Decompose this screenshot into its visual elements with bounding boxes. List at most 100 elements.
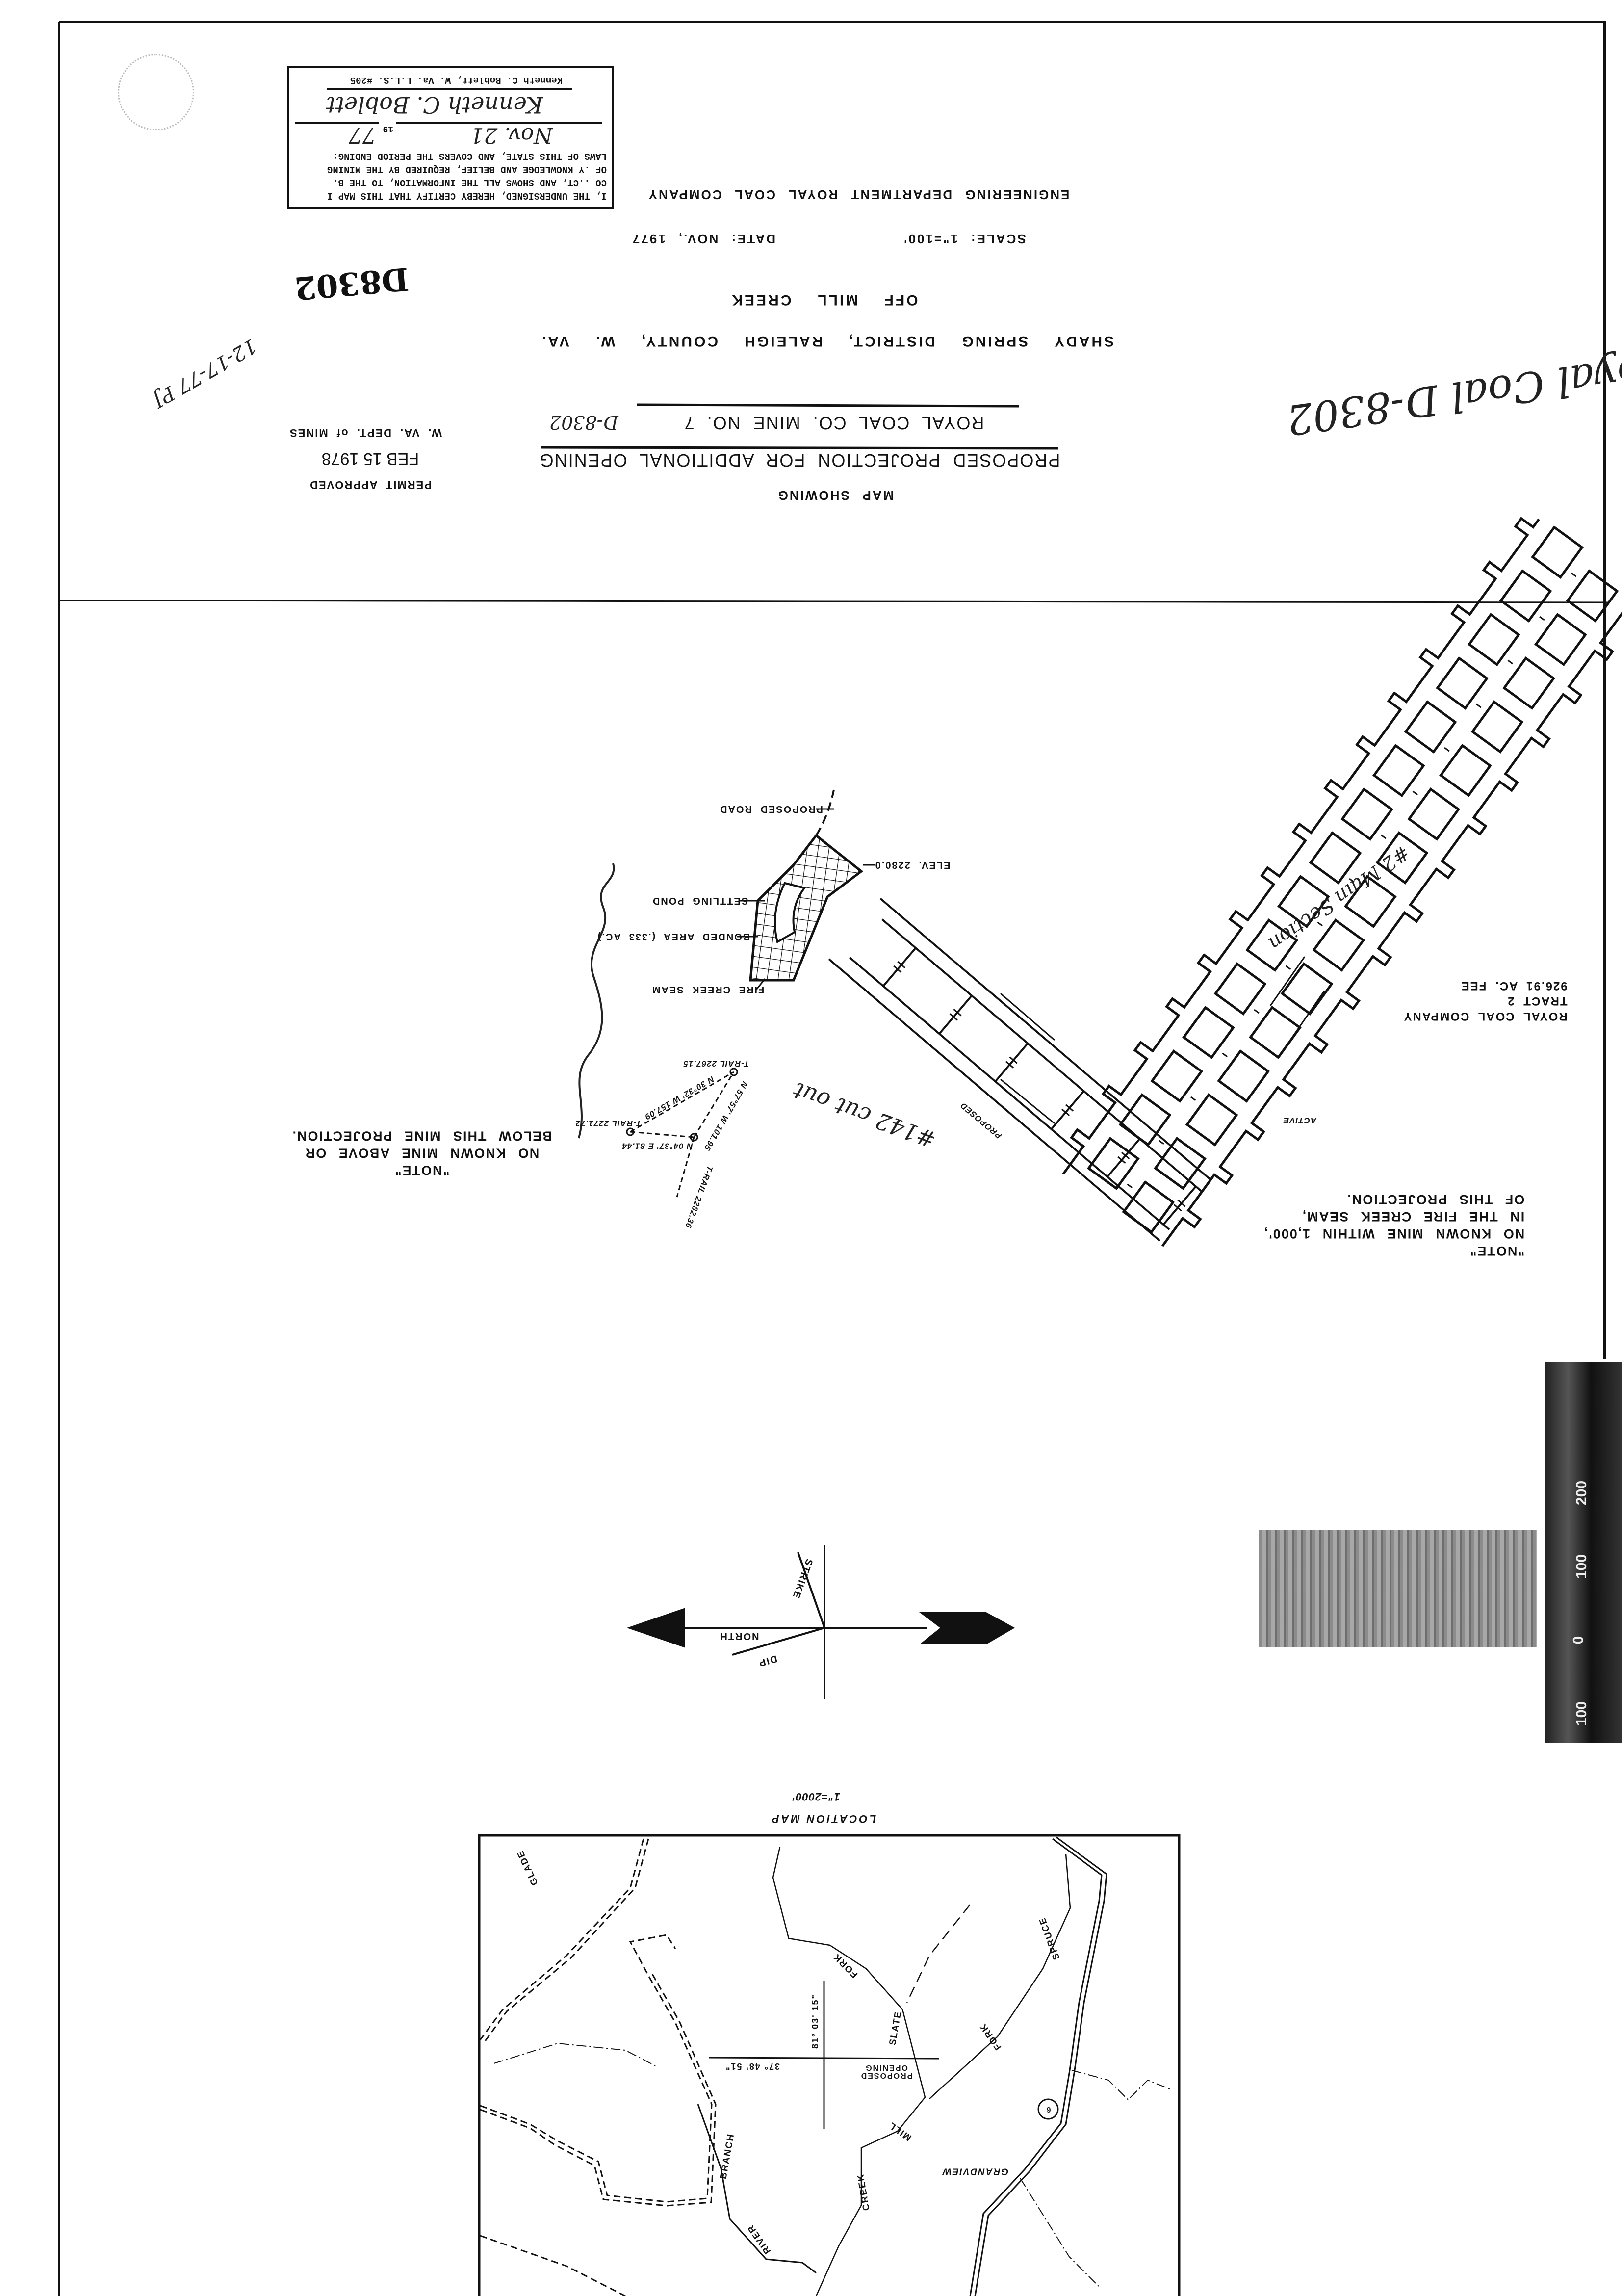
- stopping-mark: [1475, 703, 1482, 708]
- proposed-road-line: [815, 789, 835, 836]
- stopping-mark: [1380, 834, 1387, 839]
- location-map: [478, 1834, 1181, 2296]
- river-branch: [697, 2104, 817, 2274]
- engineering-department: ENGINEERING DEPARTMENT ROYAL COAL COMPAN…: [647, 187, 1070, 202]
- stopping-mark: [1412, 790, 1418, 796]
- coal-pillar: [1249, 1006, 1302, 1059]
- stopping-mark: [1005, 1061, 1014, 1069]
- coal-pillar: [1344, 875, 1397, 928]
- entry-rib-line: [1351, 939, 1392, 985]
- north-arrow: [626, 1545, 1015, 1699]
- scale-tick: 0: [1570, 1636, 1587, 1644]
- crosscut-line: [938, 995, 973, 1035]
- entry-rib-line: [1315, 779, 1350, 826]
- seam-label: FIRE CREEK SEAM: [651, 984, 765, 995]
- entry-rib-line: [1415, 852, 1456, 898]
- tract-owner: ROYAL COAL COMPANY: [1403, 1009, 1568, 1023]
- stopping-mark: [1349, 878, 1355, 883]
- opening-word-2: OPENING: [865, 2063, 908, 2072]
- route-6-label: 6: [1045, 2105, 1051, 2113]
- entry-rib-line: [1542, 678, 1583, 723]
- entry-rib-line: [1347, 735, 1382, 782]
- dashed-road-2: [480, 1934, 713, 2203]
- tract-label: ROYAL COAL COMPANY TRACT 2 926.91 AC. FE…: [1403, 978, 1567, 1024]
- coal-pillar: [1118, 1093, 1172, 1147]
- proposed-road-label: PROPOSED ROAD: [719, 804, 823, 814]
- map-showing: MAP SHOWING: [776, 488, 894, 503]
- coal-pillar: [1534, 613, 1587, 666]
- entry-rib-line: [1189, 953, 1223, 1000]
- survey-station-1-label: T-RAIL 2267.15: [683, 1059, 749, 1069]
- scale-tick: 100: [1573, 1701, 1590, 1726]
- survey-bearing-2: N 04°37' E 81.44: [621, 1141, 693, 1151]
- surveyor-name: Kenneth C. Boblett, W. Va. L.L.S. #205: [350, 75, 563, 85]
- leader-lines: [737, 808, 875, 990]
- route-6-shield: [1037, 2098, 1059, 2120]
- title-rule-bottom: [541, 446, 1058, 450]
- certification-box: I, THE UNDERSIGNED, HEREBY CERTIFY THAT …: [287, 66, 614, 209]
- stopping-mark: [897, 961, 906, 969]
- survey-station-2: [626, 1127, 635, 1136]
- cert-line: CO ..CT, AND SHOWS ALL THE INFORMATION, …: [333, 177, 607, 188]
- mine-name: ROYAL COAL CO. MINE NO. 7: [683, 413, 984, 433]
- entry-rib-line: [1221, 910, 1255, 957]
- coal-pillar: [1217, 1049, 1270, 1103]
- coal-pillar: [1340, 787, 1394, 841]
- cert-line: LAWS OF THIS STATE, AND COVERS THE PERIO…: [333, 151, 607, 161]
- entry-rib-line: [1256, 1070, 1297, 1116]
- crosscut-line: [882, 947, 917, 987]
- stopping-mark: [1190, 1096, 1196, 1101]
- coal-pillar: [1470, 700, 1524, 754]
- stopping-mark: [1173, 1204, 1182, 1212]
- crosscut-line: [1107, 1138, 1141, 1178]
- stopping-mark: [1317, 921, 1323, 927]
- entry-rib-line: [1252, 866, 1287, 913]
- slate-fork-stream: [772, 1847, 926, 2296]
- coal-pillar: [1502, 656, 1556, 710]
- coal-pillar: [1312, 918, 1365, 972]
- entry-rib-line: [1573, 634, 1615, 679]
- ridge-line: [493, 2042, 658, 2067]
- cert-line: OF .Y KNOWLEDGE AND BELIEF, REQUIRED BY …: [327, 164, 607, 175]
- stopping-mark: [1159, 1140, 1164, 1145]
- map-scale: SCALE: 1"=100': [902, 232, 1026, 246]
- arrowhead-icon: [626, 1608, 685, 1648]
- coal-pillar: [1566, 569, 1619, 623]
- coal-pillar: [1087, 1137, 1140, 1190]
- coal-pillar: [1150, 1049, 1204, 1103]
- flow-arrows: [1000, 956, 1325, 1124]
- coal-pillar: [1280, 962, 1334, 1016]
- entry-rib-line: [1126, 1041, 1159, 1088]
- coal-pillar: [1436, 656, 1489, 710]
- coal-pillar: [1375, 831, 1429, 885]
- settling-pond: [774, 882, 806, 944]
- surveyor-seal: [118, 54, 194, 130]
- strike-line: [797, 1552, 825, 1628]
- coal-pillar: [1185, 1093, 1238, 1147]
- dashed-road-3: [480, 2235, 626, 2296]
- active-mine-entries: [1062, 517, 1622, 1247]
- stopping-mark: [1254, 1009, 1260, 1014]
- note-right: "NOTE" NO KNOWN MINE WITHIN 1,000', IN T…: [1263, 1192, 1525, 1259]
- stopping-mark: [1121, 1151, 1130, 1160]
- stopping-mark: [1177, 1199, 1186, 1207]
- entry-rib-line: [879, 898, 1212, 1181]
- permit-date-stamp: FEB 15 1978: [321, 449, 419, 468]
- entry-rib-line: [1193, 1158, 1234, 1203]
- coal-pillar: [1277, 875, 1330, 928]
- stopping-mark: [1061, 1108, 1070, 1116]
- location-map-scale: 1"=2000': [792, 1791, 840, 1803]
- mine-number-handwritten: D-8302: [549, 412, 618, 433]
- coal-pillar: [1122, 1180, 1175, 1234]
- opening-word-1: PROPOSED: [860, 2071, 913, 2080]
- entry-rib-line: [1161, 1201, 1202, 1247]
- crosscut-line: [1050, 1090, 1085, 1130]
- entry-rib-line: [1383, 896, 1424, 941]
- stopping-mark: [1117, 1156, 1126, 1164]
- map-date: DATE: NOV., 1977: [631, 232, 776, 246]
- entry-rib-line: [1157, 997, 1191, 1044]
- stopping-mark: [1539, 616, 1545, 621]
- coal-pillar: [1439, 744, 1492, 797]
- entry-rib-line: [1478, 765, 1519, 810]
- signature: Kenneth C. Boblett: [326, 92, 543, 118]
